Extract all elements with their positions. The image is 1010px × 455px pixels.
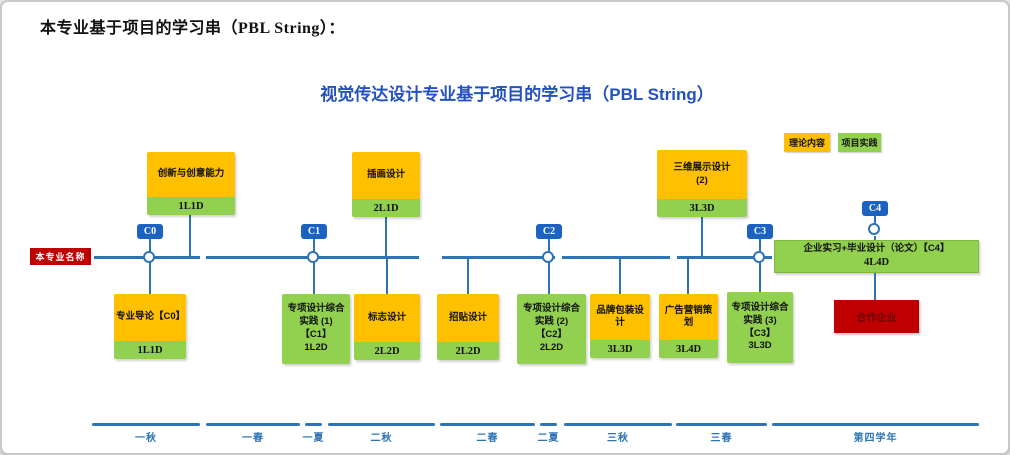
- legend-practice-label: 项目实践: [841, 138, 878, 148]
- timeline-segment: [92, 423, 200, 426]
- timeline-label-sem4: 二秋: [370, 433, 393, 444]
- timeline-segment: [676, 423, 767, 426]
- course-code: 3L3D: [590, 340, 650, 358]
- course-code: 2L1D: [352, 199, 420, 217]
- milestone-node-c3: [753, 251, 765, 263]
- timeline-label-sem8: 三春: [710, 433, 733, 444]
- course-illustration-design: 插画设计 2L1D: [352, 152, 420, 217]
- legend-theory: 理论内容: [784, 133, 830, 152]
- timeline-segment: [305, 423, 322, 426]
- timeline-segment: [564, 423, 672, 426]
- course-code: 1L1D: [114, 341, 186, 359]
- course-3d-display-design: 三维展示设计 (2) 3L3D: [657, 150, 747, 217]
- timeline-segment: [540, 423, 557, 426]
- timeline-segment: [206, 423, 300, 426]
- connector-line: [874, 273, 876, 300]
- diagram-title: 视觉传达设计专业基于项目的学习串（PBL String）: [320, 85, 714, 104]
- course-project-practice-1: 专项设计综合 实践 (1) 【C1】 1L2D: [282, 294, 350, 364]
- capstone-line1: 企业实习+毕业设计（论文）【C4】: [803, 243, 950, 254]
- connector-line: [385, 217, 387, 256]
- course-title: 三维展示设计 (2): [657, 150, 747, 199]
- milestone-marker-c2: C2: [536, 224, 562, 239]
- course-project-practice-3: 专项设计综合 实践 (3) 【C3】 3L3D: [727, 292, 793, 363]
- connector-line: [759, 262, 761, 292]
- course-code: 2L2D: [354, 342, 420, 360]
- milestone-marker-c0: C0: [137, 224, 163, 239]
- course-poster-design: 招贴设计 2L2D: [437, 294, 499, 360]
- timeline-segment: [328, 423, 435, 426]
- milestone-node-c1: [307, 251, 319, 263]
- timeline-label-year4: 第四学年: [853, 433, 898, 444]
- course-code: 3L3D: [657, 199, 747, 217]
- marker-stem: [759, 239, 761, 252]
- course-major-introduction: 专业导论【C0】 1L1D: [114, 294, 186, 359]
- timeline-segment: [440, 423, 535, 426]
- course-code: 1L1D: [147, 197, 235, 215]
- connector-line: [548, 262, 550, 294]
- course-code: 3L4D: [659, 340, 718, 358]
- milestone-marker-c3: C3: [747, 224, 773, 239]
- partner-company-box: 合作企业: [834, 300, 919, 333]
- course-title: 专业导论【C0】: [114, 294, 186, 341]
- timeline-label-sem2: 一春: [242, 433, 264, 444]
- main-line-segment: [442, 256, 555, 259]
- timeline-label-sem7: 三秋: [607, 433, 629, 444]
- marker-stem: [149, 239, 151, 252]
- timeline-label-sem6: 二夏: [537, 433, 560, 444]
- legend-theory-label: 理论内容: [788, 138, 825, 148]
- main-line-segment: [677, 256, 772, 259]
- course-title: 插画设计: [352, 152, 420, 199]
- milestone-node-c2: [542, 251, 554, 263]
- connector-line: [687, 259, 689, 294]
- connector-line: [313, 262, 315, 294]
- course-ad-marketing-planning: 广告营销策划 3L4D: [659, 294, 718, 358]
- connector-line: [467, 259, 469, 294]
- course-title: 创新与创意能力: [147, 152, 235, 197]
- timeline-label-sem3: 一夏: [302, 433, 325, 444]
- course-title: 招贴设计: [437, 294, 499, 342]
- course-internship-capstone: 企业实习+毕业设计（论文）【C4】 4L4D: [774, 240, 979, 273]
- document-header: 本专业基于项目的学习串（PBL String）：: [40, 20, 345, 37]
- timeline-label-sem1: 一秋: [135, 433, 157, 444]
- timeline-segment: [772, 423, 979, 426]
- capstone-line2: 4L4D: [863, 256, 890, 268]
- connector-line: [619, 259, 621, 294]
- course-project-practice-2: 专项设计综合 实践 (2) 【C2】 2L2D: [517, 294, 586, 364]
- major-name-badge: 本专业名称: [30, 248, 91, 265]
- marker-stem: [548, 239, 550, 252]
- course-title: 标志设计: [354, 294, 420, 342]
- course-logo-design: 标志设计 2L2D: [354, 294, 420, 360]
- course-title: 广告营销策划: [659, 294, 718, 340]
- connector-line: [149, 262, 151, 294]
- marker-stem: [313, 239, 315, 252]
- milestone-marker-c1: C1: [301, 224, 327, 239]
- course-title: 品牌包装设计: [590, 294, 650, 340]
- legend-practice: 项目实践: [838, 133, 881, 152]
- timeline-label-sem5: 二春: [476, 433, 499, 444]
- connector-line: [386, 259, 388, 294]
- course-code: 2L2D: [437, 342, 499, 360]
- connector-line: [874, 236, 876, 240]
- connector-line: [189, 215, 191, 256]
- milestone-marker-c4: C4: [862, 201, 888, 216]
- milestone-node-c4: [868, 223, 880, 235]
- main-line-segment: [562, 256, 670, 259]
- marker-stem: [874, 216, 876, 224]
- milestone-node-c0: [143, 251, 155, 263]
- connector-line: [701, 217, 703, 256]
- course-brand-packaging-design: 品牌包装设计 3L3D: [590, 294, 650, 358]
- course-innovation-creativity: 创新与创意能力 1L1D: [147, 152, 235, 215]
